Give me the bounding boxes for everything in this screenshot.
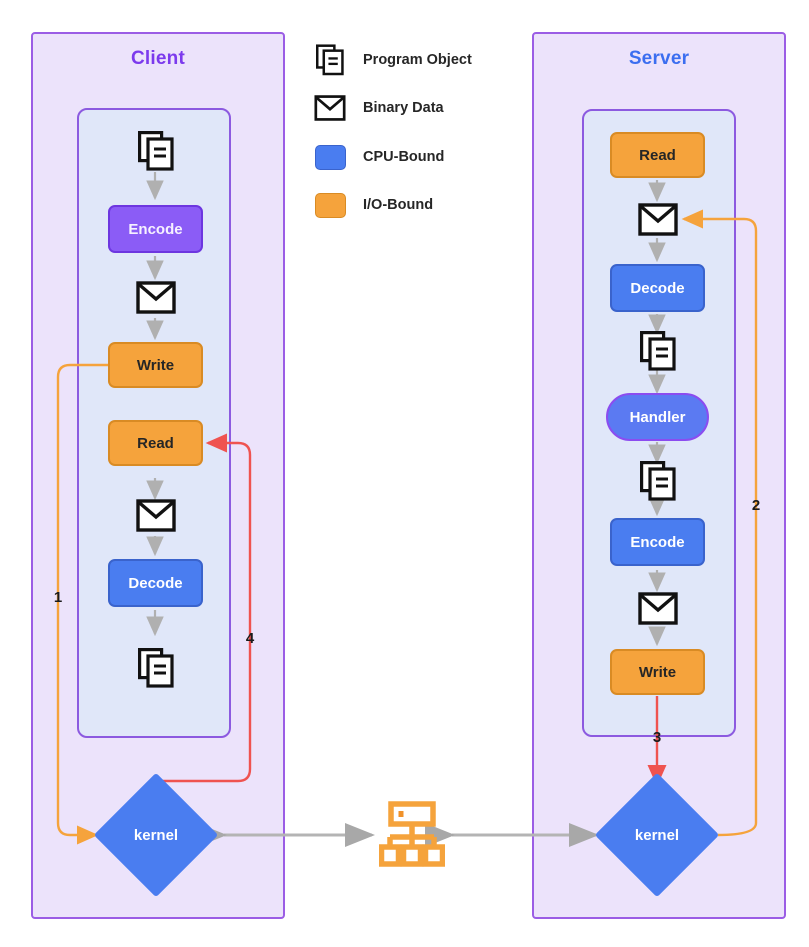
io-bound-swatch: [313, 188, 347, 222]
client-read-label: Read: [137, 434, 174, 452]
binary-data-icon: [313, 91, 347, 125]
legend-label-program-object: Program Object: [363, 52, 472, 68]
cpu-bound-swatch: [313, 140, 347, 174]
binary-data-icon: [638, 592, 678, 625]
legend-item-binary-data: Binary Data: [313, 91, 444, 125]
server-group-title: Server: [628, 48, 690, 69]
server-write-label: Write: [638, 663, 677, 681]
program-object-icon: [138, 648, 174, 688]
binary-data-icon: [136, 281, 176, 314]
flow-number-3: 3: [652, 729, 662, 746]
legend-item-program-object: Program Object: [313, 43, 472, 77]
client-read-node[interactable]: Read: [108, 420, 203, 466]
binary-data-icon: [136, 499, 176, 532]
flow-number-4: 4: [245, 630, 255, 647]
server-decode-node[interactable]: Decode: [610, 264, 705, 312]
binary-data-icon: [638, 203, 678, 236]
server-kernel-label: kernel: [634, 826, 680, 844]
server-decode-label: Decode: [630, 279, 685, 297]
legend-label-binary-data: Binary Data: [363, 100, 444, 116]
legend-item-io-bound: I/O-Bound: [313, 188, 433, 222]
legend-label-io-bound: I/O-Bound: [363, 197, 434, 213]
flow-number-2: 2: [751, 497, 761, 514]
flow-number-1: 1: [53, 589, 63, 606]
program-object-icon: [138, 131, 174, 171]
server-encode-node[interactable]: Encode: [610, 518, 705, 566]
client-decode-label: Decode: [128, 574, 183, 592]
legend: Program Object Binary Data CPU-Bound: [313, 40, 513, 240]
client-encode-node[interactable]: Encode: [108, 205, 203, 253]
legend-label-cpu-bound: CPU-Bound: [363, 149, 445, 165]
network-hub-icon: [379, 801, 445, 869]
program-object-icon: [640, 331, 676, 371]
server-read-node[interactable]: Read: [610, 132, 705, 178]
client-decode-node[interactable]: Decode: [108, 559, 203, 607]
server-write-node[interactable]: Write: [610, 649, 705, 695]
server-encode-label: Encode: [630, 533, 685, 551]
server-handler-label: Handler: [629, 408, 686, 426]
client-encode-label: Encode: [128, 220, 183, 238]
program-object-icon: [640, 461, 676, 501]
program-object-icon: [313, 43, 347, 77]
client-write-node[interactable]: Write: [108, 342, 203, 388]
server-handler-node[interactable]: Handler: [606, 393, 709, 441]
server-kernel-node[interactable]: kernel: [594, 772, 720, 898]
client-group-title: Client: [131, 48, 185, 69]
client-kernel-node[interactable]: kernel: [93, 772, 219, 898]
client-write-label: Write: [136, 356, 175, 374]
client-kernel-label: kernel: [133, 826, 179, 844]
legend-item-cpu-bound: CPU-Bound: [313, 140, 444, 174]
server-read-label: Read: [639, 146, 676, 164]
